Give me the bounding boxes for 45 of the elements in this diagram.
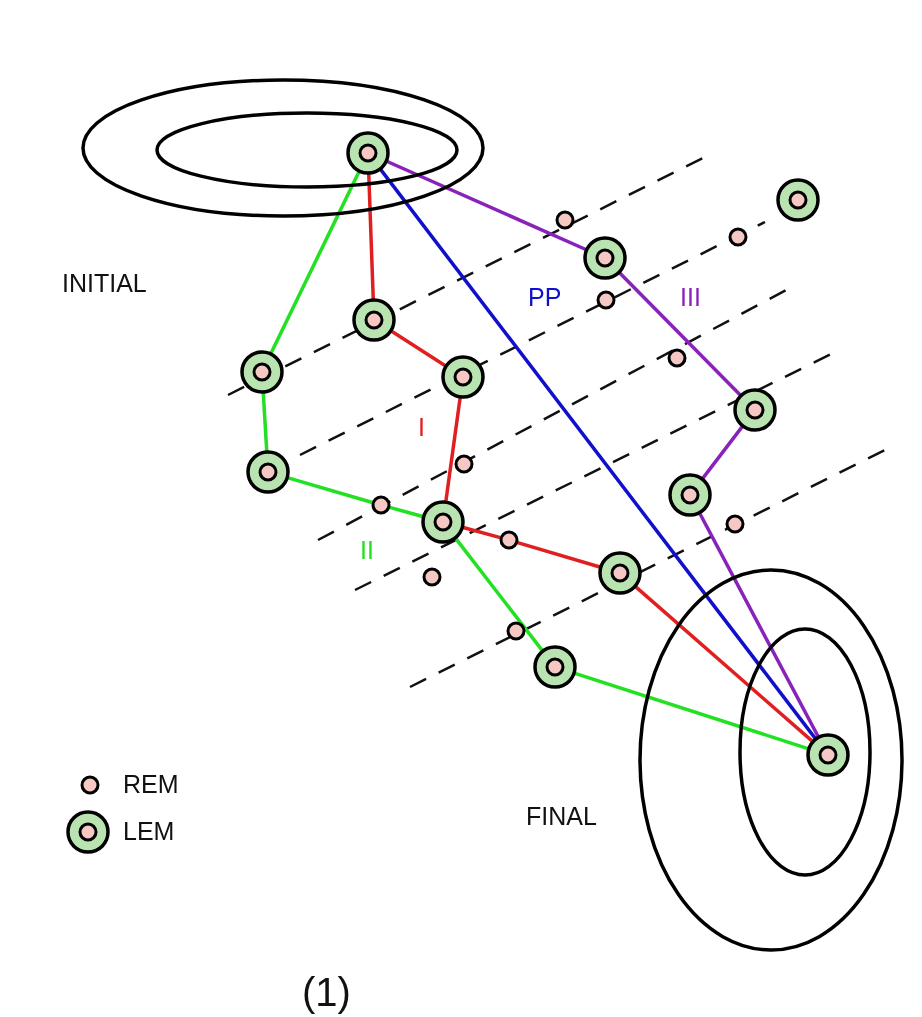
path-line	[517, 540, 601, 569]
ringed-dot-marker	[733, 388, 777, 432]
ringed-dot-marker	[776, 178, 820, 222]
ringed-dot-marker	[598, 551, 642, 595]
path-line	[386, 159, 587, 252]
path-line	[389, 505, 424, 519]
ringed-dot-marker	[668, 473, 712, 517]
small-dot-marker	[499, 530, 519, 550]
ringed-dot-marker	[346, 131, 390, 175]
ringed-dot-marker	[441, 355, 485, 399]
state-label: FINAL	[526, 804, 597, 829]
small-dot-marker	[596, 290, 616, 310]
path-line	[287, 476, 373, 505]
ringed-dot-marker	[806, 733, 850, 777]
state-label: INITIAL	[62, 271, 147, 296]
path-line	[444, 397, 462, 502]
small-dot-marker	[667, 348, 687, 368]
legend-label: LEM	[123, 819, 175, 844]
path-line	[634, 585, 814, 743]
figure-caption: (1)	[302, 972, 351, 1012]
path-line	[390, 329, 447, 368]
ringed-dot-marker	[352, 298, 396, 342]
small-dot-marker	[422, 567, 442, 587]
path-line	[698, 512, 820, 738]
small-dot-marker	[725, 514, 745, 534]
path-line	[269, 171, 361, 354]
path-line	[379, 168, 817, 740]
ringed-dot-marker	[583, 236, 627, 280]
path-line	[701, 425, 744, 480]
path-line	[454, 537, 544, 652]
path-line	[574, 671, 809, 751]
small-dot-marker	[371, 495, 391, 515]
legend-label: REM	[123, 772, 179, 797]
path-line	[618, 271, 742, 397]
small-dot-marker	[454, 454, 474, 474]
small-dot-marker	[555, 210, 575, 230]
small-dot-marker	[728, 227, 748, 247]
path-line	[261, 392, 269, 452]
small-dot-marker	[506, 621, 526, 641]
path-line	[367, 173, 375, 300]
ringed-dot-marker	[421, 500, 465, 544]
ringed-dot-marker	[533, 645, 577, 689]
path-line	[462, 525, 501, 540]
ringed-dot-marker	[246, 450, 290, 494]
ringed-dot-marker	[240, 350, 284, 394]
